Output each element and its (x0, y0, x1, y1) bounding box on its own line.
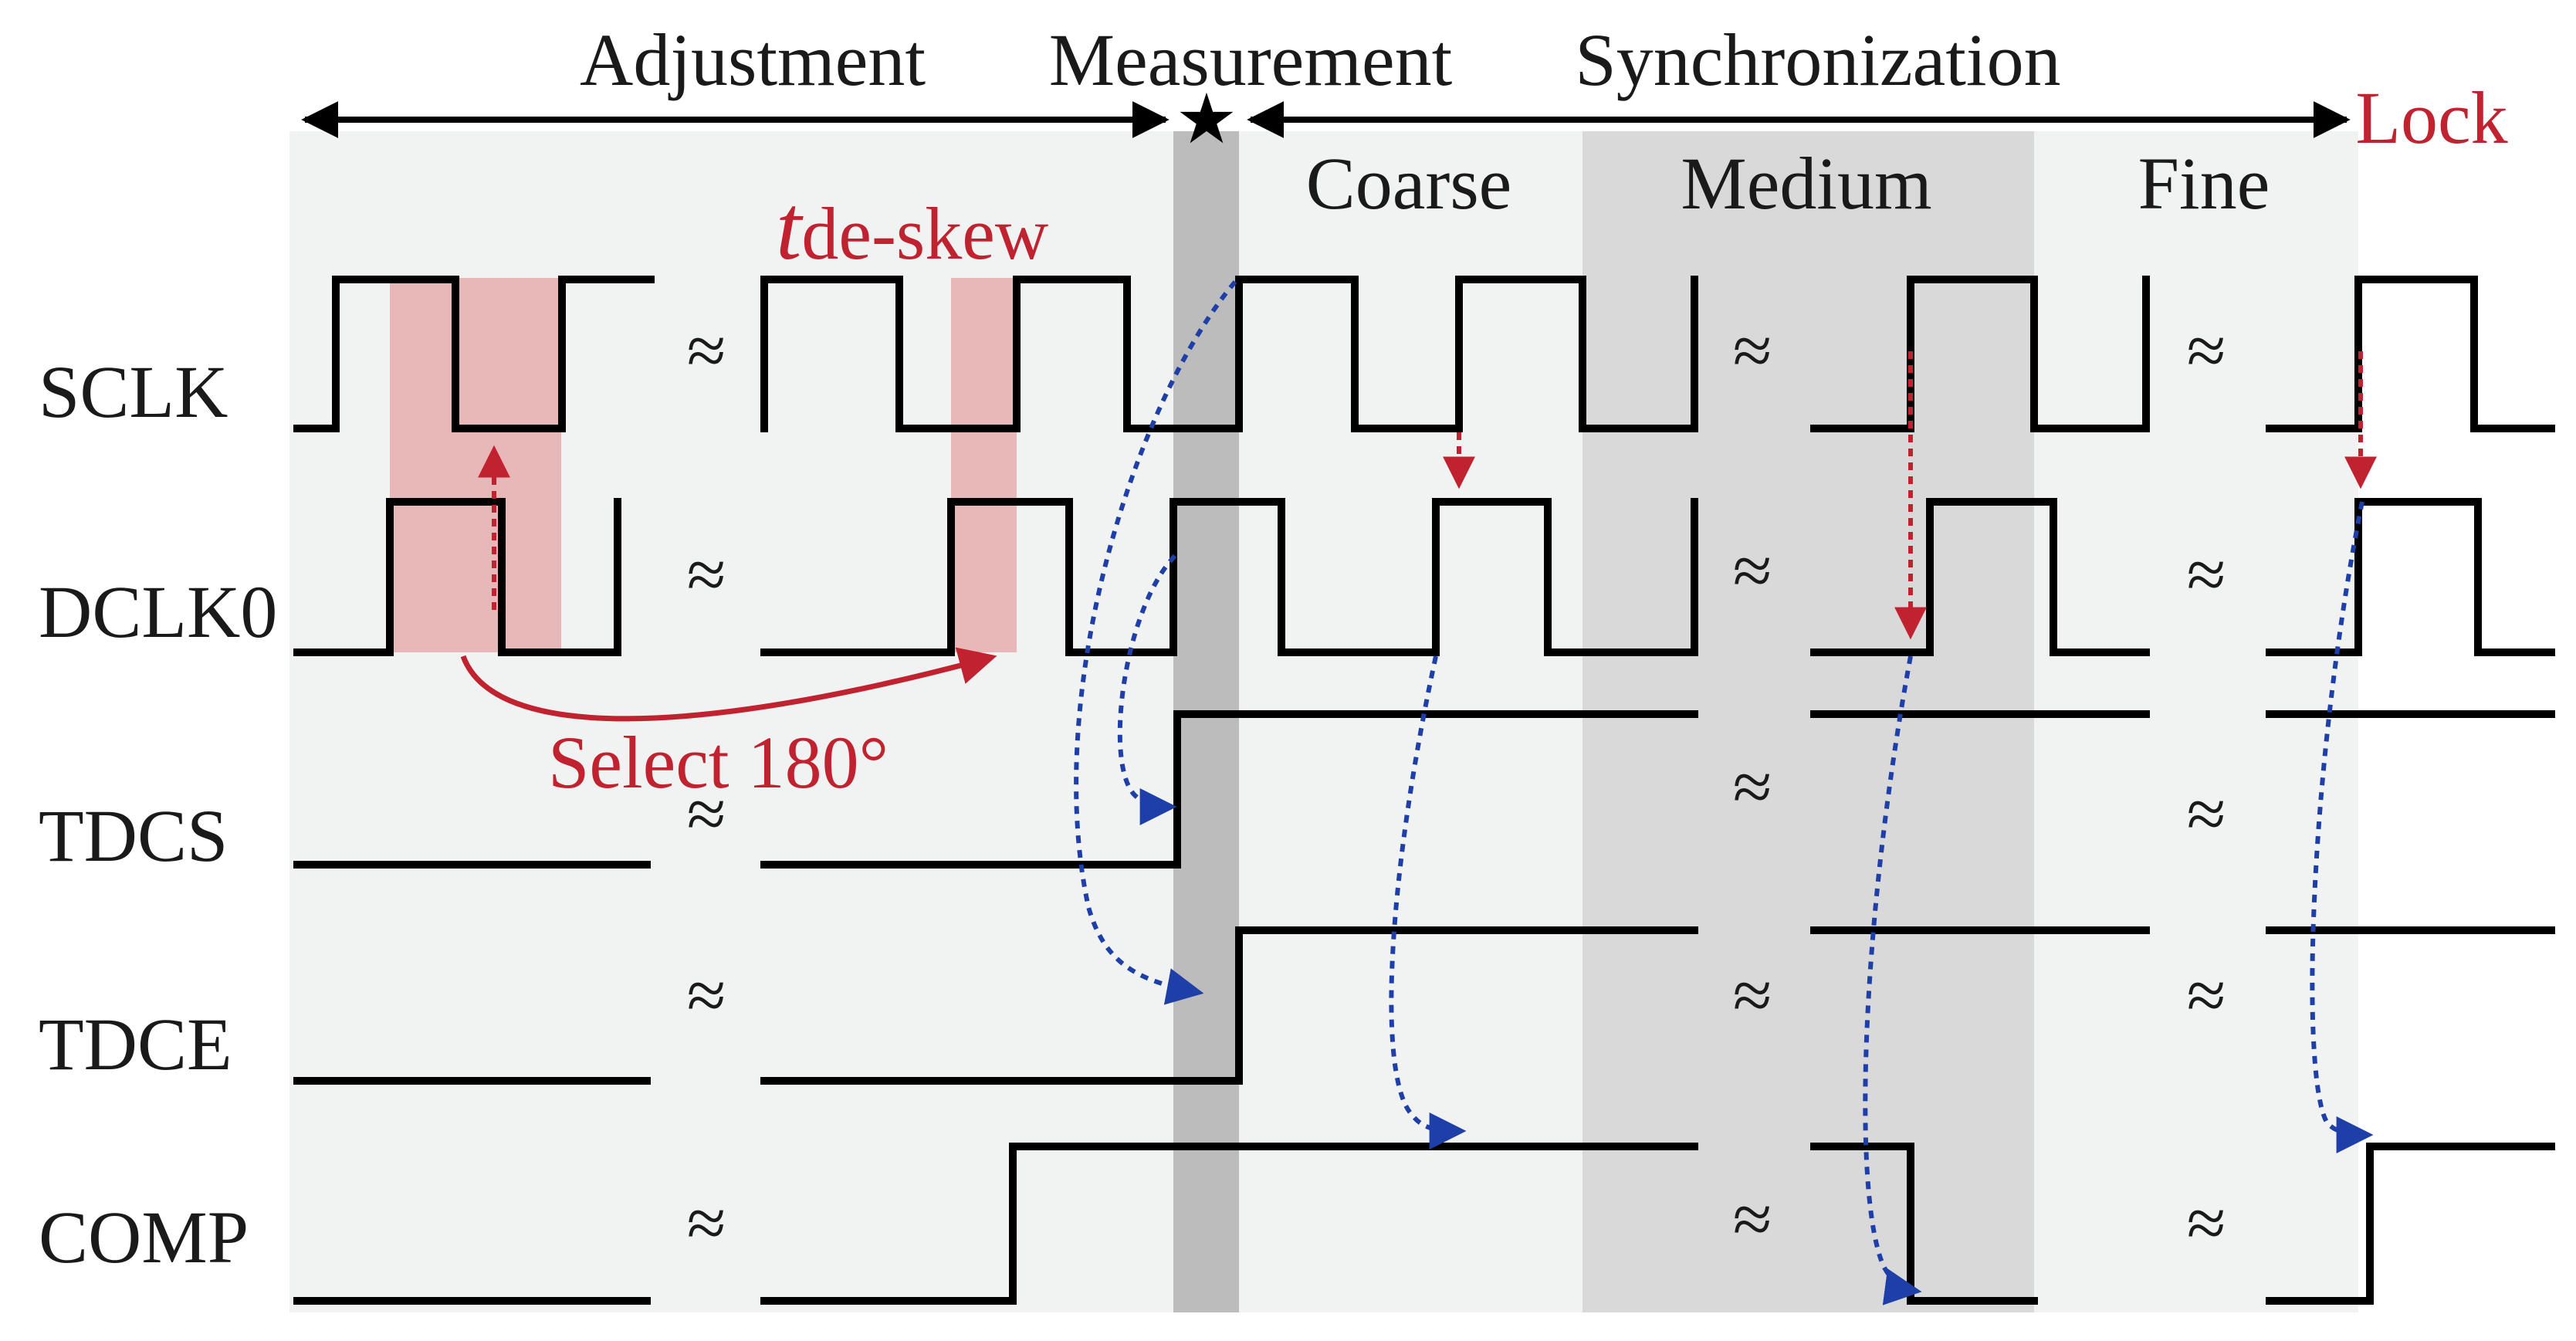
medium-label: Medium (1681, 142, 1931, 225)
signal-label-tdcs: TDCS (39, 794, 228, 877)
measurement-star-icon: ★ (1176, 82, 1238, 158)
lock-label: Lock (2355, 76, 2507, 159)
break-symbol: ≈ (1733, 311, 1772, 390)
synchronization-label: Synchronization (1575, 19, 2060, 101)
break-symbol: ≈ (1733, 1180, 1772, 1258)
blue-arrows (1074, 280, 2374, 1305)
break-symbol: ≈ (1733, 956, 1772, 1035)
break-symbol: ≈ (687, 1184, 726, 1262)
signal-label-dclk0: DCLK0 (39, 571, 277, 653)
break-symbol: ≈ (2187, 1184, 2226, 1262)
break-symbol: ≈ (687, 774, 726, 853)
phase-timeline: ★ (301, 82, 2351, 158)
deskew-highlight-1 (390, 278, 561, 652)
break-symbol: ≈ (2187, 311, 2226, 390)
select-180-arrow (460, 647, 997, 722)
break-symbol: ≈ (2187, 535, 2226, 614)
signal-label-sclk: SCLK (39, 350, 228, 433)
medium-region (1582, 131, 2034, 1312)
t-deskew-label: tde-skew (776, 176, 1048, 279)
signal-label-tdce: TDCE (39, 1003, 232, 1085)
measurement-bar (1173, 131, 1239, 1312)
break-symbol: ≈ (687, 311, 726, 390)
break-symbol: ≈ (1733, 747, 1772, 826)
red-arrows (478, 351, 2377, 640)
signal-label-comp: COMP (39, 1196, 249, 1278)
deskew-highlight-2 (951, 278, 1017, 652)
measurement-label: Measurement (1049, 19, 1453, 101)
break-symbol: ≈ (1733, 531, 1772, 610)
coarse-label: Coarse (1306, 142, 1512, 225)
break-symbol: ≈ (2187, 774, 2226, 853)
fine-label: Fine (2138, 142, 2270, 225)
select-180-label: Select 180° (548, 721, 889, 804)
dclk0-waveform (293, 498, 2555, 656)
break-symbol: ≈ (687, 535, 726, 614)
tdcs-waveform (293, 710, 2555, 869)
tdce-waveform (293, 926, 2555, 1085)
break-symbol: ≈ (687, 956, 726, 1035)
adjustment-label: Adjustment (580, 19, 926, 101)
break-symbol: ≈ (2187, 956, 2226, 1035)
comp-waveform (293, 1143, 2555, 1305)
